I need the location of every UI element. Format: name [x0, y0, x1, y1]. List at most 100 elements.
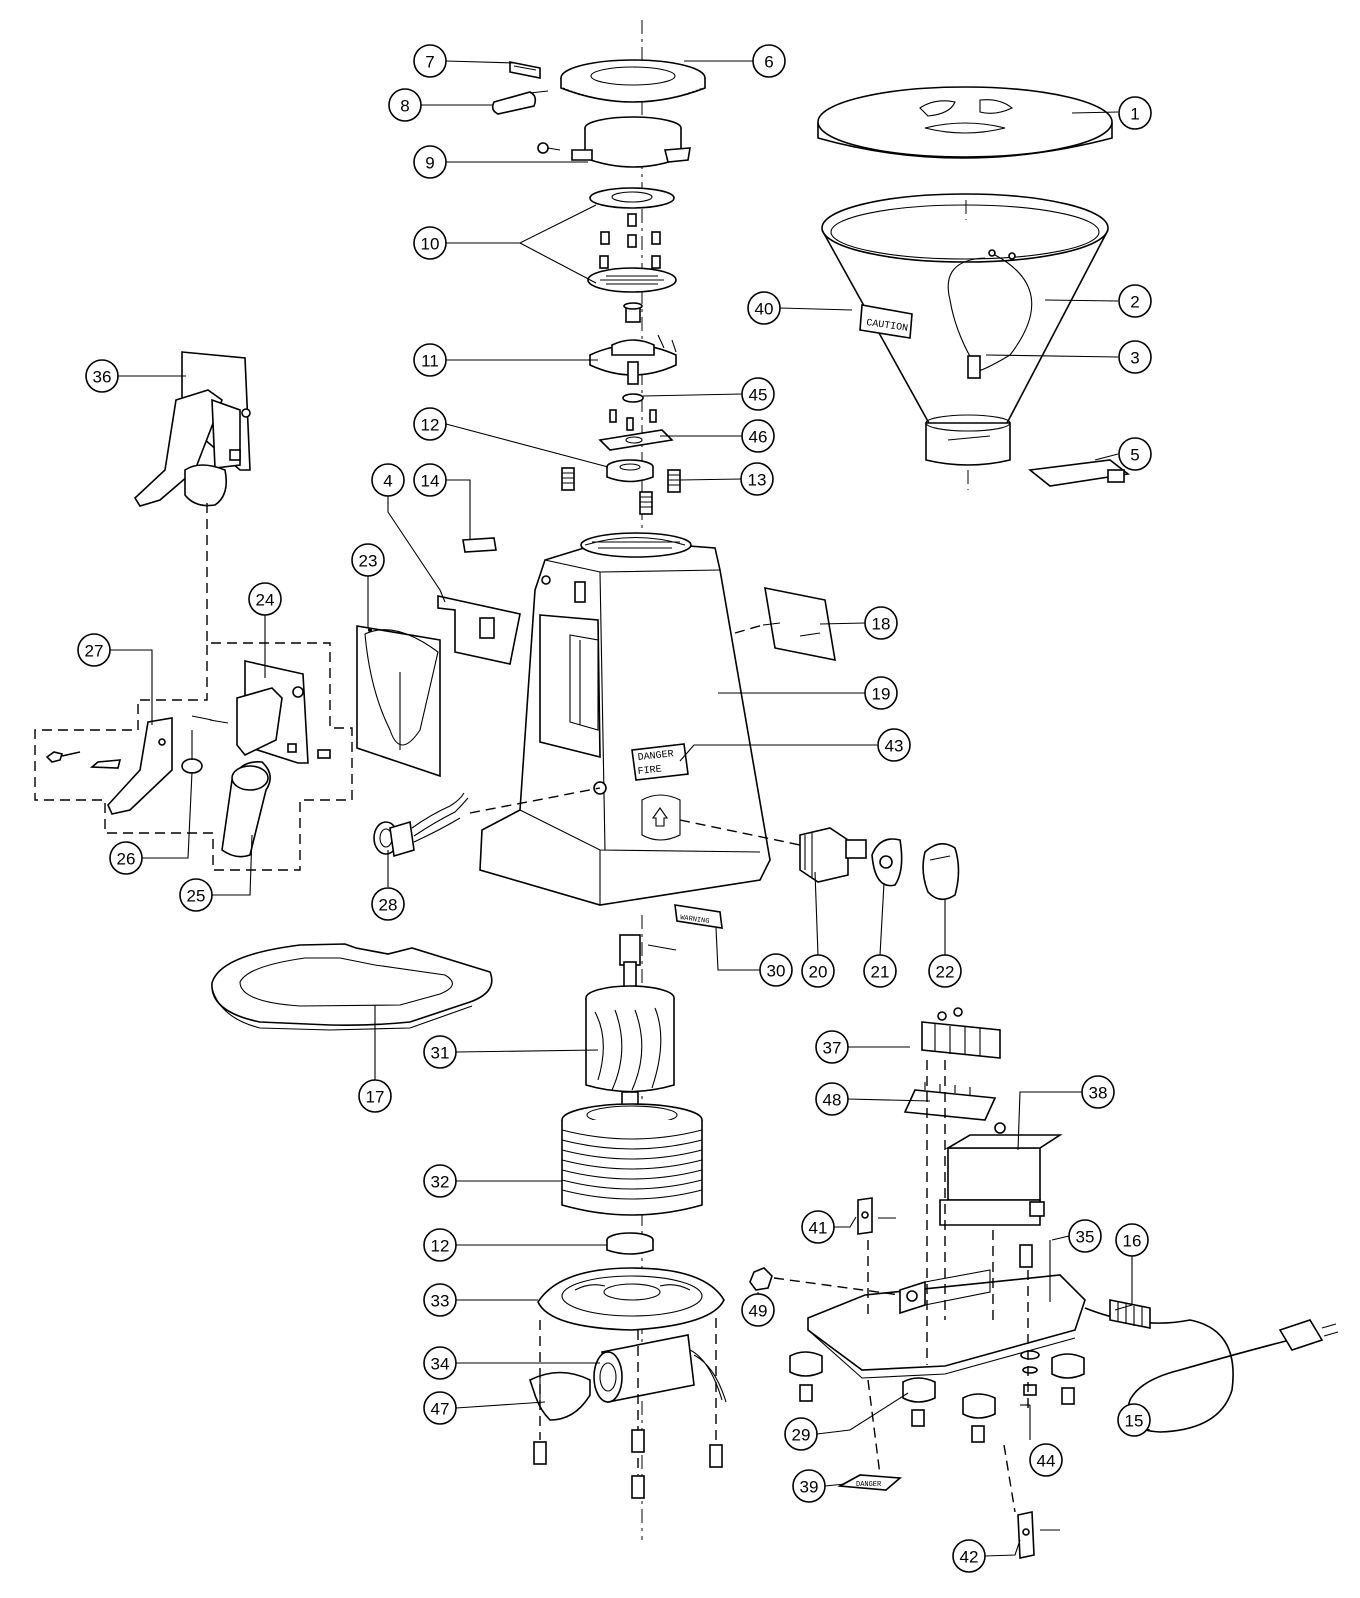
callout-circle: [928, 954, 962, 988]
callout-number: 44: [1037, 1452, 1056, 1471]
motor-rotor: [585, 934, 677, 1123]
callout-number: 4: [383, 472, 392, 491]
callout-circle: [759, 953, 793, 987]
caution-label: CAUTION: [859, 304, 913, 339]
hopper-wire-clip: [947, 249, 1033, 379]
callout-circle: [1118, 437, 1152, 471]
callout-44: 44: [1029, 1443, 1063, 1477]
callout-12: 12: [423, 1228, 457, 1262]
callout-33: 33: [423, 1283, 457, 1317]
callout-circle: [747, 291, 781, 325]
callout-number: 26: [117, 850, 136, 869]
front-cover: [356, 625, 441, 778]
callout-8: 8: [388, 88, 422, 122]
callout-number: 36: [93, 368, 112, 387]
callout-13: 13: [740, 462, 774, 496]
callout-circle: [1117, 1403, 1151, 1437]
springs: [561, 467, 681, 515]
callout-26: 26: [109, 841, 143, 875]
callout-circle: [815, 1082, 849, 1116]
callout-number: 43: [885, 737, 904, 756]
callout-circle: [792, 1469, 826, 1503]
callout-39: 39: [792, 1469, 826, 1503]
callout-number: 29: [792, 1426, 811, 1445]
callout-20: 20: [801, 954, 835, 988]
callout-circle: [413, 44, 447, 78]
danger-sticker-39: DANGER: [837, 1474, 902, 1491]
callout-circle: [423, 1164, 457, 1198]
callout-number: 46: [749, 428, 768, 447]
callout-9: 9: [413, 145, 447, 179]
callout-circle: [77, 633, 111, 667]
callout-number: 47: [431, 1400, 450, 1419]
motor-flange: [537, 1267, 725, 1331]
callout-19: 19: [864, 676, 898, 710]
hopper-gate: [1028, 459, 1130, 487]
callout-circle: [741, 377, 775, 411]
callout-number: 2: [1130, 293, 1139, 312]
callout-number: 21: [871, 963, 890, 982]
upper-burr-carrier: [537, 116, 691, 168]
adjustment-pin: [491, 90, 549, 115]
doser-lever-27: [107, 717, 173, 815]
switch-knob: [922, 843, 960, 901]
bearing-lower: [606, 1232, 654, 1255]
clamp-leader: [773, 1277, 901, 1296]
callout-circle: [1068, 1219, 1102, 1253]
doser-group-outline: [34, 503, 353, 871]
doser-unit-36: [133, 351, 251, 507]
callout-number: 3: [1130, 349, 1139, 368]
callout-number: 9: [425, 154, 434, 173]
callout-15: 15: [1117, 1403, 1151, 1437]
contactor: [939, 1122, 1063, 1226]
callout-circle: [801, 954, 835, 988]
callout-43: 43: [877, 728, 911, 762]
callout-circle: [864, 676, 898, 710]
callout-number: 32: [431, 1173, 450, 1192]
callout-number: 23: [359, 552, 378, 571]
callout-number: 17: [366, 1088, 385, 1107]
callout-number: 30: [767, 962, 786, 981]
callout-circle: [801, 1210, 835, 1244]
callout-number: 34: [431, 1355, 450, 1374]
hopper-body: [821, 193, 1109, 466]
callout-number: 20: [809, 963, 828, 982]
callout-circle: [1081, 1075, 1115, 1109]
callout-circle: [388, 88, 422, 122]
grinder-housing: [479, 532, 771, 906]
callout-47: 47: [423, 1391, 457, 1425]
base-dashed-links: [867, 1060, 1029, 1513]
callout-number: 5: [1130, 446, 1139, 465]
callout-circle: [423, 1228, 457, 1262]
callout-circle: [864, 606, 898, 640]
callout-circle: [413, 343, 447, 377]
base-screws: [1019, 1244, 1040, 1396]
callout-circle: [752, 44, 786, 78]
callout-number: 18: [872, 615, 891, 634]
callout-number: 14: [421, 472, 440, 491]
burr-shaft-screw: [623, 302, 643, 323]
callout-17: 17: [358, 1079, 392, 1113]
callout-35: 35: [1068, 1219, 1102, 1253]
callout-1: 1: [1118, 96, 1152, 130]
callout-number: 35: [1076, 1228, 1095, 1247]
callout-number: 33: [431, 1292, 450, 1311]
back-cover-leader: [734, 624, 764, 634]
callout-number: 27: [85, 642, 104, 661]
bracket-tag: [462, 537, 497, 553]
callout-12: 12: [413, 407, 447, 441]
callout-circle: [248, 582, 282, 616]
callout-30: 30: [759, 953, 793, 987]
callout-circle: [413, 145, 447, 179]
danger-fire-label: DANGER FIRE: [631, 743, 689, 781]
callout-2: 2: [1118, 284, 1152, 318]
callout-circle: [371, 463, 405, 497]
callout-circle: [1118, 340, 1152, 374]
doser-bracket: [437, 595, 521, 665]
callout-circle: [179, 878, 213, 912]
callout-number: 48: [823, 1091, 842, 1110]
callout-number: 49: [749, 1302, 768, 1321]
bearing-upper: [606, 459, 654, 483]
motor-screws: [533, 1318, 723, 1499]
hopper-lid: [817, 86, 1113, 159]
